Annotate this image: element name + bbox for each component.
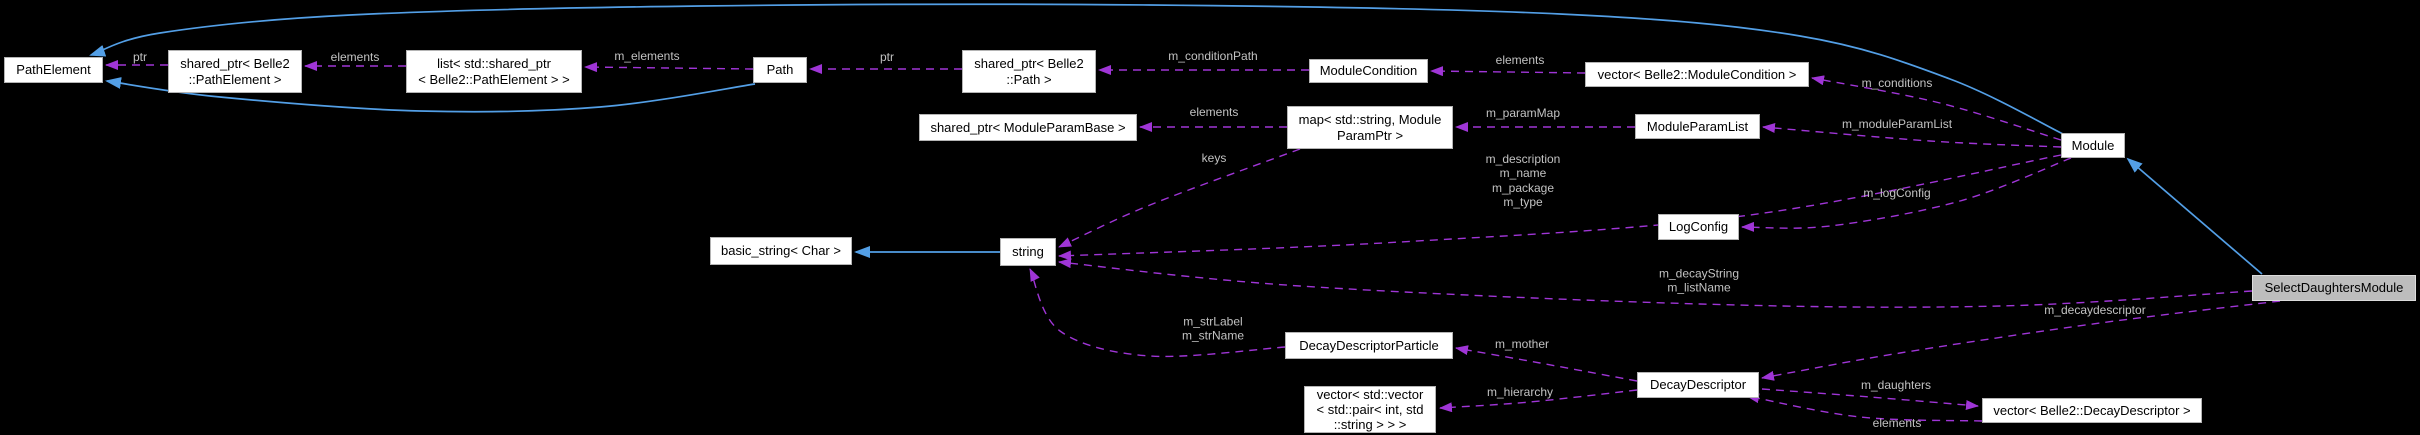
node-basic-string-char[interactable]: basic_string< Char > bbox=[710, 237, 852, 265]
node-label-line: DecayDescriptor bbox=[1649, 377, 1747, 393]
node-label-line: shared_ptr< Belle2 bbox=[974, 56, 1084, 72]
node-label-line: ::PathElement > bbox=[188, 71, 282, 87]
edge-m_description-11 bbox=[1058, 154, 2062, 261]
node-path[interactable]: Path bbox=[753, 57, 807, 83]
node-label-line: shared_ptr< Belle2 bbox=[180, 56, 290, 72]
node-label-line: vector< Belle2::DecayDescriptor > bbox=[1993, 402, 2191, 418]
node-string[interactable]: string bbox=[1000, 238, 1056, 266]
node-moduleparamlist[interactable]: ModuleParamList bbox=[1635, 114, 1760, 139]
node-label-line: < Belle2::PathElement > > bbox=[418, 71, 570, 87]
node-shared-ptr-pathelement[interactable]: shared_ptr< Belle2::PathElement > bbox=[168, 50, 302, 93]
node-logconfig[interactable]: LogConfig bbox=[1658, 214, 1739, 240]
edge-m_decayString-13 bbox=[1058, 258, 2253, 308]
node-label-line: SelectDaughtersModule bbox=[2264, 280, 2404, 296]
edge-inheritance-22 bbox=[105, 77, 756, 113]
node-label-line: DecayDescriptorParticle bbox=[1299, 337, 1439, 353]
node-shared-ptr-path[interactable]: shared_ptr< Belle2::Path > bbox=[962, 50, 1096, 93]
edge-m_moduleParamList-9 bbox=[1762, 123, 2062, 148]
node-label-line: ModuleParamList bbox=[1646, 118, 1749, 134]
edge-m_hierarchy-16 bbox=[1439, 389, 1638, 413]
edge-inheritance-21 bbox=[2126, 157, 2263, 275]
node-decaydescriptorparticle[interactable]: DecayDescriptorParticle bbox=[1285, 332, 1453, 359]
node-label-line: PathElement bbox=[16, 62, 91, 78]
edge-m_decaydescriptor-17 bbox=[1761, 300, 2281, 381]
node-modulecondition[interactable]: ModuleCondition bbox=[1309, 59, 1428, 83]
node-decaydescriptor[interactable]: DecayDescriptor bbox=[1637, 372, 1759, 398]
node-selectdaughtersmodule[interactable]: SelectDaughtersModule bbox=[2252, 275, 2416, 301]
node-pathelement[interactable]: PathElement bbox=[4, 57, 103, 83]
node-label-line: vector< std::vector bbox=[1316, 386, 1424, 402]
node-list-shared-ptr-pathelement[interactable]: list< std::shared_ptr< Belle2::PathEleme… bbox=[406, 50, 582, 93]
node-label-line: vector< Belle2::ModuleCondition > bbox=[1597, 66, 1797, 82]
node-label-line: < std::pair< int, std bbox=[1316, 401, 1424, 417]
node-label-line: ParamPtr > bbox=[1336, 127, 1404, 143]
node-vector-decaydescriptor[interactable]: vector< Belle2::DecayDescriptor > bbox=[1982, 398, 2202, 423]
node-label-line: string bbox=[1012, 244, 1044, 260]
node-module[interactable]: Module bbox=[2061, 133, 2125, 158]
edge-m_strLabel-14 bbox=[1029, 268, 1286, 358]
edge-m_logConfig-12 bbox=[1741, 157, 2072, 232]
edge-keys-10 bbox=[1058, 148, 1301, 248]
node-label-line: ::string > > > bbox=[1333, 417, 1407, 433]
edge-m_elements-2 bbox=[584, 62, 754, 73]
node-label-line: basic_string< Char > bbox=[721, 243, 841, 259]
edge-m_mother-15 bbox=[1455, 345, 1638, 382]
node-vector-modulecondition[interactable]: vector< Belle2::ModuleCondition > bbox=[1585, 62, 1809, 87]
node-label-line: Path bbox=[766, 62, 794, 78]
node-label-line: map< std::string, Module bbox=[1298, 112, 1442, 128]
edge-m_conditions-6 bbox=[1811, 75, 2062, 141]
node-label-line: ::Path > bbox=[1006, 71, 1052, 87]
node-shared-ptr-moduleparambase[interactable]: shared_ptr< ModuleParamBase > bbox=[919, 114, 1137, 141]
edge-inheritance-23 bbox=[89, 3, 2064, 135]
edge-m_daughters-18 bbox=[1761, 388, 1979, 410]
node-label-line: list< std::shared_ptr bbox=[437, 56, 551, 72]
edge-elements-19 bbox=[1746, 393, 1983, 422]
node-label-line: shared_ptr< ModuleParamBase > bbox=[930, 119, 1126, 135]
node-label-line: Module bbox=[2071, 137, 2115, 153]
edge-elements-5 bbox=[1430, 66, 1586, 77]
node-vector-vector-pair-int-string[interactable]: vector< std::vector< std::pair< int, std… bbox=[1304, 386, 1436, 433]
node-label-line: ModuleCondition bbox=[1319, 63, 1418, 79]
node-label-line: LogConfig bbox=[1668, 219, 1729, 235]
